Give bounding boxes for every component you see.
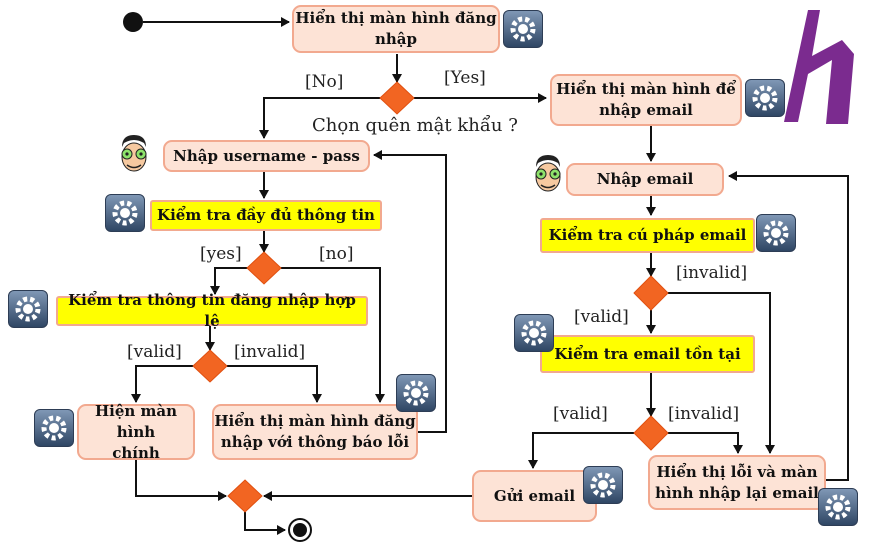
decision-complete <box>246 251 282 285</box>
decision-forgot <box>379 81 415 115</box>
gear-icon <box>583 466 623 504</box>
activity-label: Hiển thị lỗi và màn hình nhập lại email <box>655 462 819 502</box>
gear-icon <box>34 409 74 447</box>
guard-invalid-login: [invalid] <box>234 342 306 362</box>
activity-label: Nhập username - pass <box>173 146 360 165</box>
flow-d2-yes <box>210 267 250 295</box>
activity-show-email-error: Hiển thị lỗi và màn hình nhập lại email <box>648 455 826 510</box>
activity-label: Hiện màn hình chính <box>94 401 178 462</box>
activity-send-email: Gửi email <box>472 470 597 522</box>
gear-icon <box>756 214 796 252</box>
gear-icon <box>396 374 436 412</box>
flow-d4-invalid <box>668 292 775 454</box>
decision-login-valid <box>192 349 228 383</box>
activity-show-login-error: Hiển thị màn hình đăng nhập với thông bá… <box>212 404 418 460</box>
activity-show-email-screen: Hiển thị màn hình để nhập email <box>550 74 742 126</box>
guard-invalid-syntax: [invalid] <box>676 263 748 283</box>
activity-label: Hiển thị màn hình đăng nhập với thông bá… <box>214 412 416 451</box>
activity-check-email-exists: Kiểm tra email tồn tại <box>540 335 755 373</box>
guard-invalid-exists: [invalid] <box>668 404 740 424</box>
gear-icon <box>8 290 48 328</box>
flow-d1-no <box>259 97 380 139</box>
decision-email-syntax <box>633 275 669 311</box>
activity-label: Gửi email <box>493 486 576 505</box>
logo-h <box>784 10 854 124</box>
activity-label: Kiểm tra cú pháp email <box>548 226 747 244</box>
guard-no-lower: [no] <box>319 244 354 264</box>
activity-check-email-syntax: Kiểm tra cú pháp email <box>540 218 755 253</box>
final-node-dot <box>293 523 307 537</box>
activity-show-main: Hiện màn hình chính <box>77 402 195 462</box>
flow-d3-invalid <box>227 365 322 403</box>
activity-label: Kiểm tra email tồn tại <box>554 344 741 363</box>
decision-email-exists <box>633 415 669 451</box>
flow-d5-valid <box>528 432 634 469</box>
activity-enter-email: Nhập email <box>566 163 724 196</box>
initial-node <box>123 12 143 32</box>
guard-no: [No] <box>305 72 344 92</box>
activity-enter-username-pass: Nhập username - pass <box>163 140 370 172</box>
user-icon <box>528 153 568 201</box>
decision-merge <box>227 479 263 513</box>
gear-icon <box>105 194 145 232</box>
gear-icon <box>818 488 858 526</box>
gear-icon <box>745 79 785 117</box>
activity-label: Kiểm tra đầy đủ thông tin <box>157 206 375 224</box>
flow-d2-no <box>281 267 385 403</box>
flow-main-to-merge <box>135 460 227 501</box>
guard-forgot-question: Chọn quên mật khẩu ? <box>312 115 518 136</box>
flow-d5-invalid <box>668 432 743 454</box>
guard-valid-login: [valid] <box>127 342 182 362</box>
activity-label: Nhập email <box>596 170 694 188</box>
flow-email-error-back <box>728 171 849 481</box>
activity-label: Kiểm tra thông tin đăng nhập hợp lệ <box>68 291 356 330</box>
gear-icon <box>514 314 554 352</box>
activity-label: Hiển thị màn hình đăng nhập <box>295 9 497 48</box>
flow-merge-to-end <box>244 512 286 535</box>
activity-check-login-valid: Kiểm tra thông tin đăng nhập hợp lệ <box>56 291 368 330</box>
guard-valid-syntax: [valid] <box>574 307 629 327</box>
guard-yes-lower: [yes] <box>200 244 242 264</box>
gear-icon <box>503 10 543 48</box>
user-icon <box>114 133 154 181</box>
activity-label: Hiển thị màn hình để nhập email <box>556 80 736 119</box>
guard-yes: [Yes] <box>444 68 486 88</box>
guard-valid-exists: [valid] <box>553 404 608 424</box>
activity-show-login: Hiển thị màn hình đăng nhập <box>292 5 500 53</box>
activity-check-complete: Kiểm tra đầy đủ thông tin <box>150 200 382 231</box>
flow-login-error-back <box>373 150 447 433</box>
flow-d3-valid <box>131 365 193 403</box>
